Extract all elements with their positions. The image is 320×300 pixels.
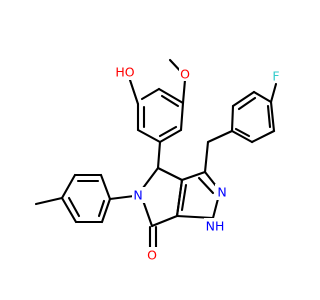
pyrazole-nitrogen-label: N xyxy=(215,184,228,200)
bond xyxy=(269,100,276,133)
bond xyxy=(97,199,106,218)
bond xyxy=(128,78,140,106)
methoxy-oxygen-label: O xyxy=(179,67,191,82)
bond xyxy=(157,87,185,105)
bond xyxy=(181,78,187,105)
bond xyxy=(67,196,81,218)
bond xyxy=(150,214,179,228)
bond xyxy=(234,127,251,138)
bond xyxy=(60,173,77,200)
hydroxyl-label: HO xyxy=(113,64,137,80)
hydroxyl-text: HO xyxy=(115,65,134,80)
bond xyxy=(231,90,256,108)
fluorine-label: F xyxy=(270,69,282,84)
bond xyxy=(179,101,185,132)
methoxy-oxygen-text: O xyxy=(180,67,190,82)
bond xyxy=(136,128,162,144)
bond xyxy=(160,94,180,108)
molecule-structure-diagram: HO O F N N NH O xyxy=(34,58,282,263)
bond xyxy=(180,170,207,182)
bond xyxy=(230,104,235,133)
bond xyxy=(158,125,178,138)
bond xyxy=(175,178,184,218)
carbonyl-oxygen-label: O xyxy=(146,247,159,263)
bond xyxy=(140,87,161,101)
atom-labels: HO O F N N NH O xyxy=(113,64,282,263)
bond xyxy=(252,90,273,104)
bond xyxy=(108,194,136,201)
bond xyxy=(156,140,162,170)
bond xyxy=(60,196,78,224)
bond xyxy=(100,197,112,224)
fluorine-text: F xyxy=(272,69,279,84)
carbonyl-oxygen-text: O xyxy=(147,248,157,263)
bond xyxy=(99,173,112,201)
bond-lines xyxy=(34,58,278,252)
bond xyxy=(206,129,234,144)
bond xyxy=(175,214,215,220)
bond xyxy=(230,129,254,144)
pyrazole-nitrogen-text: N xyxy=(217,185,226,200)
bond xyxy=(203,140,210,174)
bond xyxy=(237,96,257,111)
bond xyxy=(250,129,276,144)
bond xyxy=(156,166,184,182)
bond xyxy=(158,128,183,144)
pyrazole-nh-text: NH xyxy=(206,219,225,234)
pyrrolidinone-nitrogen-label: N xyxy=(132,187,145,203)
bond xyxy=(269,82,278,104)
bond xyxy=(266,104,272,129)
bond xyxy=(197,176,215,195)
pyrrolidinone-nitrogen-text: N xyxy=(133,188,142,203)
bond xyxy=(180,183,188,212)
bond xyxy=(34,196,64,206)
pyrazole-nh-label: NH xyxy=(204,218,226,234)
